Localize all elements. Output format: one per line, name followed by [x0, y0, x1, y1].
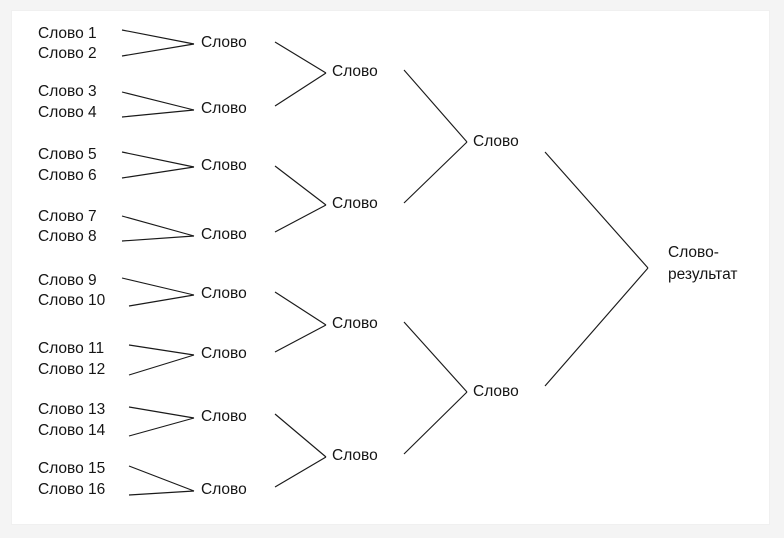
- edge-node4-mid2: [274, 204, 327, 233]
- level4-node-labels: Слово Слово: [473, 133, 519, 400]
- level2-node-label-3: Слово: [201, 157, 247, 174]
- root-label-line1: Слово-: [668, 244, 719, 261]
- edge-leaf15-node8: [128, 465, 195, 492]
- edge-semi1-root: [544, 151, 649, 269]
- edge-node7-mid4: [274, 413, 327, 458]
- leaf-label-6: Слово 6: [38, 167, 97, 184]
- edge-mid2-semi1: [403, 141, 468, 204]
- edge-leaf9-node5: [121, 277, 195, 296]
- level4-node-label-2: Слово: [473, 383, 519, 400]
- leaf-labels: Слово 1 Слово 2 Слово 3 Слово 4 Слово 5 …: [38, 25, 106, 498]
- edge-node2-mid1: [274, 72, 327, 107]
- edges-level4-to-root: [544, 151, 649, 387]
- leaf-label-8: Слово 8: [38, 228, 97, 245]
- level3-node-label-2: Слово: [332, 195, 378, 212]
- level3-node-label-1: Слово: [332, 63, 378, 80]
- level4-node-label-1: Слово: [473, 133, 519, 150]
- leaf-label-16: Слово 16: [38, 481, 105, 498]
- level3-node-label-4: Слово: [332, 447, 378, 464]
- edge-leaf5-node3: [121, 151, 195, 168]
- edge-leaf11-node6: [128, 344, 195, 356]
- leaf-label-13: Слово 13: [38, 401, 105, 418]
- edges-leaf-to-level2: [121, 29, 195, 496]
- level2-node-label-1: Слово: [201, 34, 247, 51]
- edge-leaf16-node8: [128, 490, 195, 496]
- edge-node1-mid1: [274, 41, 327, 74]
- edges-level2-to-level3: [274, 41, 327, 488]
- edge-node5-mid3: [274, 291, 327, 326]
- edge-node3-mid2: [274, 165, 327, 206]
- leaf-label-3: Слово 3: [38, 83, 97, 100]
- level3-node-labels: Слово Слово Слово Слово: [332, 63, 378, 464]
- edge-leaf3-node2: [121, 91, 195, 111]
- leaf-label-15: Слово 15: [38, 460, 105, 477]
- edge-leaf4-node2: [121, 109, 195, 118]
- edge-leaf2-node1: [121, 43, 195, 57]
- edge-leaf10-node5: [128, 294, 195, 307]
- edge-leaf8-node4: [121, 235, 195, 242]
- level2-node-label-7: Слово: [201, 408, 247, 425]
- edge-leaf6-node3: [121, 166, 195, 179]
- root-label-line2: результат: [668, 266, 737, 283]
- leaf-label-12: Слово 12: [38, 361, 105, 378]
- edge-leaf7-node4: [121, 215, 195, 237]
- edge-mid3-semi2: [403, 321, 468, 393]
- level2-node-label-4: Слово: [201, 226, 247, 243]
- edge-leaf14-node7: [128, 417, 195, 437]
- edge-mid4-semi2: [403, 391, 468, 455]
- edges-level3-to-level4: [403, 69, 468, 455]
- leaf-label-9: Слово 9: [38, 272, 97, 289]
- root-node-label: Слово- результат: [668, 244, 737, 283]
- leaf-label-1: Слово 1: [38, 25, 97, 42]
- level2-node-label-2: Слово: [201, 100, 247, 117]
- leaf-label-7: Слово 7: [38, 208, 97, 225]
- leaf-label-14: Слово 14: [38, 422, 106, 439]
- leaf-label-5: Слово 5: [38, 146, 97, 163]
- edge-leaf13-node7: [128, 406, 195, 419]
- leaf-label-10: Слово 10: [38, 292, 106, 309]
- level2-node-label-8: Слово: [201, 481, 247, 498]
- edge-mid1-semi1: [403, 69, 468, 143]
- leaf-label-2: Слово 2: [38, 45, 97, 62]
- leaf-label-11: Слово 11: [38, 340, 104, 357]
- level3-node-label-3: Слово: [332, 315, 378, 332]
- edge-leaf12-node6: [128, 354, 195, 376]
- leaf-label-4: Слово 4: [38, 104, 97, 121]
- edge-node6-mid3: [274, 324, 327, 353]
- edge-node8-mid4: [274, 456, 327, 488]
- level2-node-label-5: Слово: [201, 285, 247, 302]
- edge-semi2-root: [544, 267, 649, 387]
- level2-node-label-6: Слово: [201, 345, 247, 362]
- edge-leaf1-node1: [121, 29, 195, 45]
- level2-node-labels: Слово Слово Слово Слово Слово Слово Слов…: [201, 34, 247, 498]
